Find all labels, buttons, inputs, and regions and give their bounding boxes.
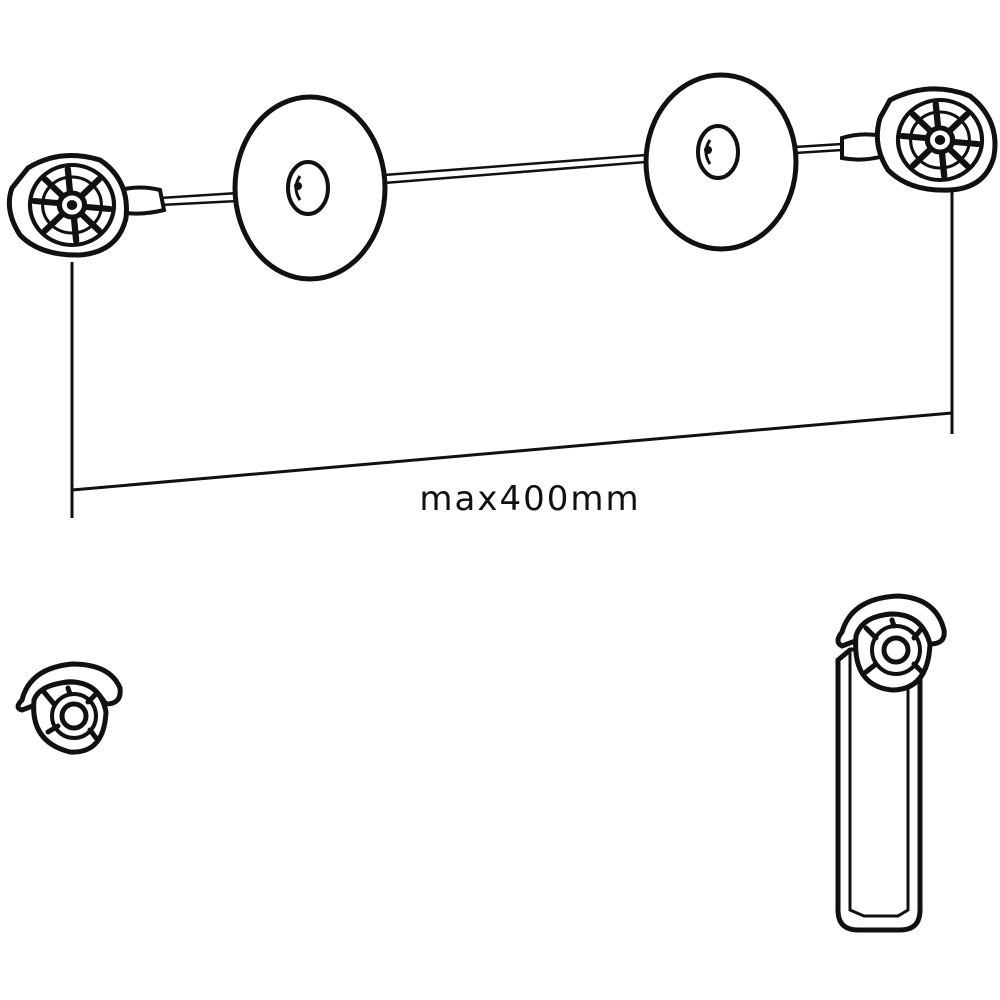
dimension-line — [71, 411, 953, 492]
bottom-right-clip-bracket — [835, 593, 947, 933]
right-mount-cap — [840, 86, 998, 193]
wire-rail — [159, 142, 843, 207]
dimension-label: max400mm — [419, 479, 640, 519]
bottom-left-clip — [15, 661, 123, 755]
left-mount-cap — [6, 153, 167, 258]
left-disc-spacer — [232, 94, 388, 282]
right-disc-spacer — [643, 72, 799, 252]
dimension-lines — [70, 192, 954, 518]
